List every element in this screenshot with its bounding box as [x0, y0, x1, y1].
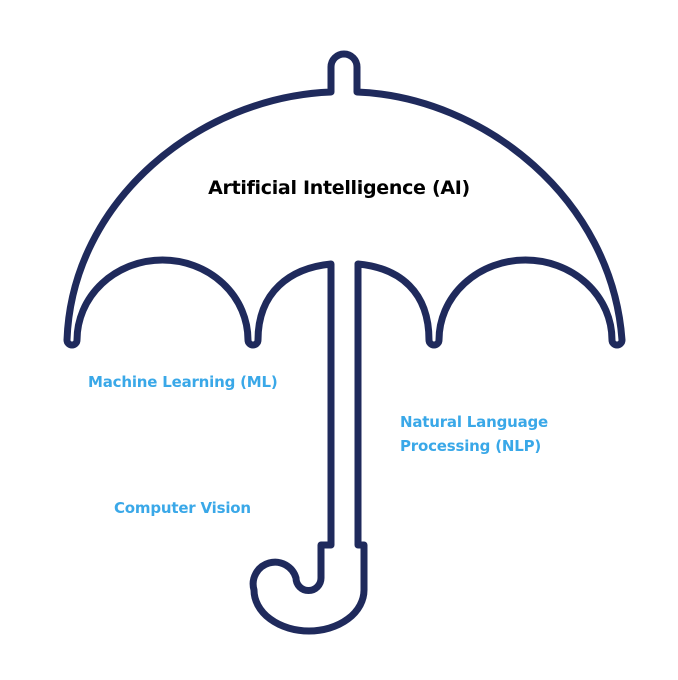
umbrella-outline	[63, 50, 626, 635]
label-machine-learning: Machine Learning (ML)	[88, 373, 278, 391]
label-computer-vision: Computer Vision	[114, 499, 251, 517]
label-nlp-line2: Processing (NLP)	[400, 437, 542, 455]
label-nlp-line1: Natural Language	[400, 413, 549, 431]
title-ai: Artificial Intelligence (AI)	[208, 177, 470, 199]
label-nlp: Natural Language Processing (NLP)	[400, 410, 548, 458]
